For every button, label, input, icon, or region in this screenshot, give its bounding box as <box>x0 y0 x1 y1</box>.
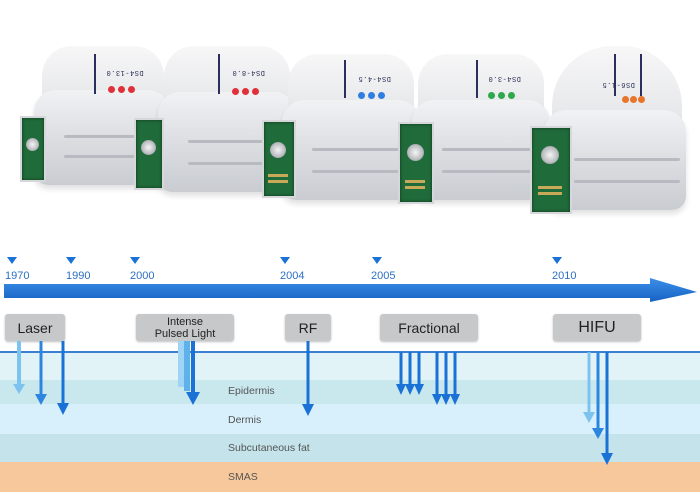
year-label-2000: 2000 <box>130 270 155 282</box>
indicator-dot <box>488 92 495 99</box>
tech-label-hifu: HIFU <box>578 318 616 336</box>
layer-label-smas: SMAS <box>228 471 258 483</box>
year-marker-1990 <box>66 257 76 264</box>
indicator-dot <box>498 92 505 99</box>
year-label-2010: 2010 <box>552 270 577 282</box>
layer-label-subcutaneous: Subcutaneous fat <box>228 442 310 454</box>
indicator-dot <box>358 92 365 99</box>
tech-label-rf: RF <box>298 319 318 336</box>
skin-surface-line <box>0 351 700 353</box>
cartridge-4: DS4-3.0 <box>398 48 552 208</box>
layer-top-band <box>0 352 700 380</box>
layer-dermis <box>0 404 700 434</box>
year-label-2005: 2005 <box>371 270 396 282</box>
year-marker-1970 <box>7 257 17 264</box>
circuit-board <box>398 122 434 204</box>
layer-smas <box>0 462 700 492</box>
layer-subcutaneous <box>0 434 700 462</box>
tech-box-ipl: Intense Pulsed Light <box>136 314 234 341</box>
ipl-arrows <box>178 341 200 405</box>
indicator-dot <box>242 88 249 95</box>
tech-label-fractional: Fractional <box>398 319 460 336</box>
fractional-arrows <box>396 352 460 405</box>
laser-arrows <box>13 341 69 415</box>
year-marker-2005 <box>372 257 382 264</box>
indicator-dot <box>378 92 385 99</box>
hifu-arrows <box>583 352 613 465</box>
indicator-dot <box>118 86 125 93</box>
year-marker-2004 <box>280 257 290 264</box>
indicator-dot <box>630 96 637 103</box>
indicator-dot <box>638 96 645 103</box>
circuit-board <box>20 116 46 182</box>
layer-epidermis <box>0 380 700 404</box>
tech-label-ipl-line1: Intense <box>166 315 204 328</box>
indicator-dot <box>622 96 629 103</box>
layer-label-dermis: Dermis <box>228 414 262 426</box>
indicator-dot <box>128 86 135 93</box>
tech-box-hifu: HIFU <box>553 314 641 341</box>
indicator-dot <box>108 86 115 93</box>
tech-box-fractional: Fractional <box>380 314 478 341</box>
circuit-board <box>530 126 572 214</box>
indicator-dot <box>508 92 515 99</box>
cartridge-2: DS4-8.0 <box>134 40 298 200</box>
indicator-dot <box>252 88 259 95</box>
year-marker-2010 <box>552 257 562 264</box>
cartridge-5: DS6-1.5 <box>530 40 690 215</box>
tech-label-laser: Laser <box>17 319 53 336</box>
layer-label-epidermis: Epidermis <box>228 385 275 397</box>
year-label-2004: 2004 <box>280 270 305 282</box>
tech-label-ipl-line2: Pulsed Light <box>154 327 216 340</box>
year-marker-2000 <box>130 257 140 264</box>
year-label-1970: 1970 <box>5 270 30 282</box>
hifu-cartridges-photo: DS4-13.0 DS4-8.0 <box>0 0 700 240</box>
indicator-dot <box>368 92 375 99</box>
cartridge-3: DS4-4.5 <box>262 48 422 208</box>
tech-box-rf: RF <box>285 314 331 341</box>
indicator-dot <box>232 88 239 95</box>
timeline-arrow <box>4 278 697 302</box>
year-label-1990: 1990 <box>66 270 91 282</box>
circuit-board <box>262 120 296 198</box>
rf-arrows <box>302 341 314 416</box>
tech-box-laser: Laser <box>5 314 65 341</box>
circuit-board <box>134 118 164 190</box>
